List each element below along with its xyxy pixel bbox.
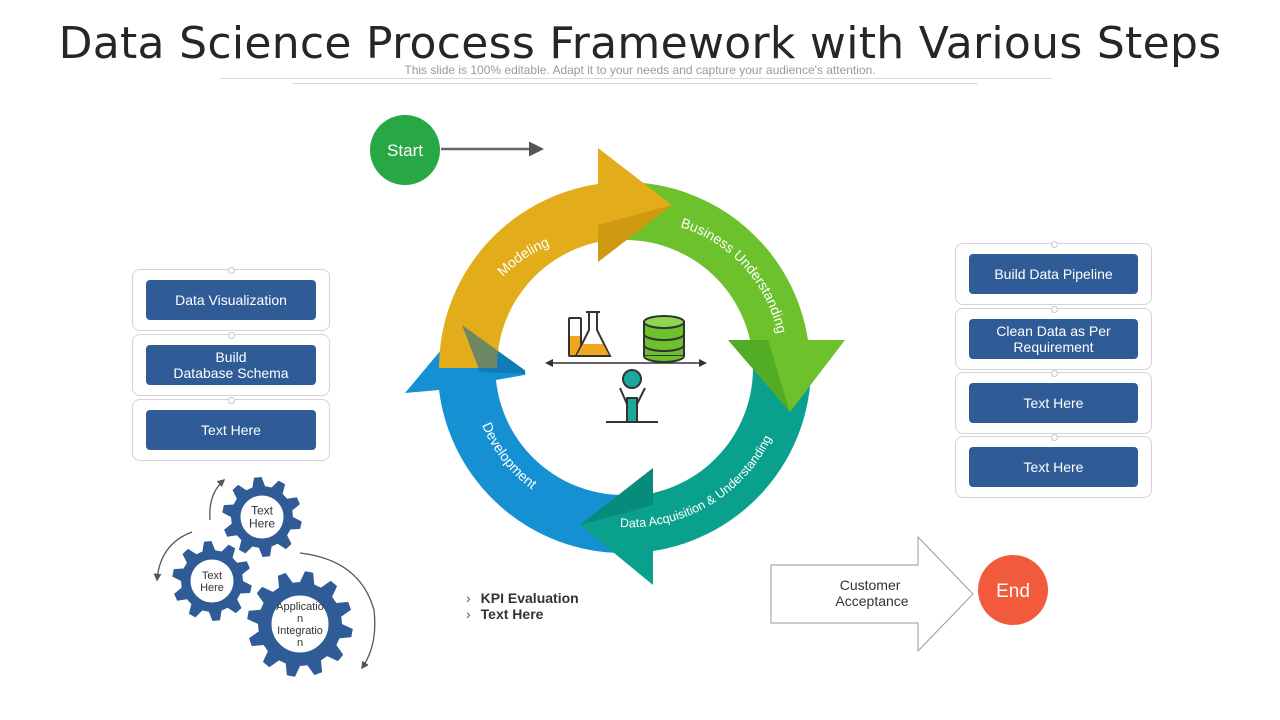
- cycle-diagram: Modeling Business Understanding Data Acq…: [405, 148, 845, 585]
- double-arrow-icon: [545, 359, 707, 367]
- right-panel-item-1: Build Data Pipeline: [955, 241, 1152, 305]
- right-panel-item-4: Text Here: [955, 434, 1152, 498]
- gear-center: [239, 494, 285, 540]
- right-panel-item-3: Text Here: [955, 370, 1152, 434]
- build-database-schema-button[interactable]: Build Database Schema: [146, 345, 316, 385]
- segment-data-acquisition: [580, 368, 811, 585]
- person-icon: [606, 369, 658, 423]
- segment-modeling: [439, 148, 672, 368]
- right-panel-item-2: Clean Data as Per Requirement: [955, 306, 1152, 370]
- page-subtitle: This slide is 100% editable. Adapt it to…: [404, 63, 876, 77]
- left-panel-item-3: Text Here: [132, 397, 330, 461]
- title-rule-bottom: [292, 83, 978, 84]
- right-text-here-button-2[interactable]: Text Here: [969, 447, 1138, 487]
- chevron-right-icon: ›: [466, 590, 471, 606]
- chevron-right-icon: ›: [466, 606, 471, 622]
- segment-development: [405, 325, 625, 554]
- end-label: End: [996, 581, 1030, 602]
- database-icon: [643, 315, 685, 363]
- left-panel-item-2: Build Database Schema: [132, 332, 330, 396]
- clean-data-button[interactable]: Clean Data as Per Requirement: [969, 319, 1138, 359]
- customer-acceptance-label: Customer Acceptance: [835, 577, 908, 609]
- build-data-pipeline-button[interactable]: Build Data Pipeline: [969, 254, 1138, 294]
- curved-arrow-left: [153, 531, 193, 582]
- data-visualization-button[interactable]: Data Visualization: [146, 280, 316, 320]
- end-node[interactable]: End: [978, 555, 1048, 625]
- start-label: Start: [387, 141, 423, 160]
- cycle-center: [525, 268, 725, 468]
- gear-center: [189, 558, 235, 604]
- gear-center: [270, 594, 330, 654]
- customer-acceptance-arrow: [770, 535, 974, 653]
- flask-icon: [568, 311, 612, 357]
- start-node[interactable]: Start: [370, 115, 440, 185]
- segment-business-understanding: [625, 182, 845, 412]
- curved-arrow-right: [299, 552, 376, 670]
- left-text-here-button[interactable]: Text Here: [146, 410, 316, 450]
- kpi-item-1: ›KPI Evaluation: [466, 590, 579, 606]
- right-text-here-button-1[interactable]: Text Here: [969, 383, 1138, 423]
- title-rule-top: [220, 78, 1052, 79]
- kpi-item-2: ›Text Here: [466, 606, 544, 622]
- curved-arrow-top: [209, 478, 226, 521]
- page-title: Data Science Process Framework with Vari…: [58, 18, 1222, 69]
- left-panel-item-1: Data Visualization: [132, 267, 330, 331]
